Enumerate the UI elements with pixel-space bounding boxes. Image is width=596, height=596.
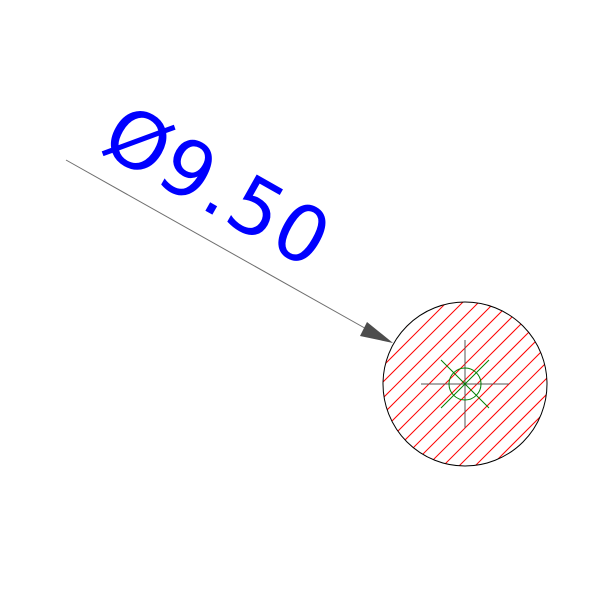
hatch-line [417, 302, 547, 466]
hatch-line [383, 302, 457, 466]
hatch-line [383, 302, 425, 466]
hatch-line [401, 302, 547, 466]
center-mark [440, 359, 490, 409]
dimension-label: Ø9.50 [89, 88, 347, 287]
hatch-line [383, 302, 537, 466]
leader-line [65, 159, 371, 332]
hatch-line [383, 302, 441, 466]
leader-arrowhead [360, 322, 393, 343]
section-hatch [383, 302, 547, 466]
section-circle-outline [382, 301, 548, 467]
hatch-line [383, 302, 521, 466]
